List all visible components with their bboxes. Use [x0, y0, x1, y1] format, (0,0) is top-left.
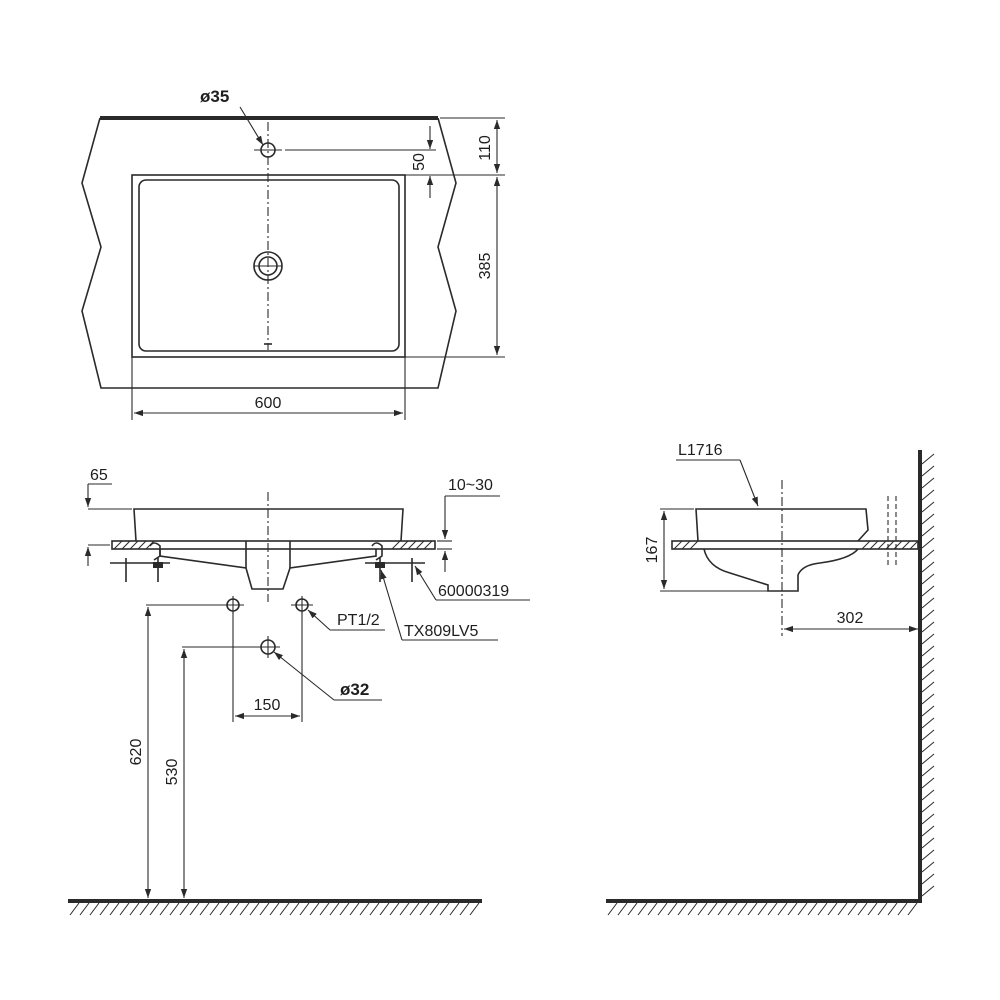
side-floor-hatch — [607, 902, 918, 916]
dim-drain-height-label: 530 — [164, 759, 181, 786]
thread-leader — [307, 609, 331, 631]
hole-diameter-label: ø35 — [200, 87, 229, 106]
side-counter-hatch — [673, 540, 919, 550]
front-view: 65 10~30 60000319 PT1/2 TX809LV5 — [68, 467, 530, 916]
dim-side-height-label: 167 — [644, 537, 661, 564]
side-counter-slab — [671, 540, 919, 550]
front-floor-hatch — [69, 902, 480, 916]
hole-leader — [239, 106, 264, 146]
dim-supply-height-label: 620 — [128, 739, 145, 766]
dim-width-label: 600 — [255, 395, 282, 412]
bracket-part-label: 60000319 — [438, 583, 509, 600]
basin-inner — [138, 179, 400, 352]
dim-back-label: 110 — [477, 135, 494, 161]
thread-label: PT1/2 — [337, 612, 380, 629]
front-counter-hatch — [113, 540, 433, 550]
bracket-left — [110, 542, 170, 582]
valve-leader — [380, 569, 403, 641]
dim-counter-label: 10~30 — [448, 477, 493, 494]
top-view: ø35 110 385 50 600 — [81, 87, 505, 420]
side-view: L1716 167 302 — [606, 442, 935, 916]
dim-supply-spacing-label: 150 — [254, 697, 281, 714]
dim-hole-label: 50 — [411, 153, 428, 171]
dim-depth-label: 385 — [477, 253, 494, 280]
dim-wall-label: 302 — [837, 610, 864, 627]
dim-rim-label: 65 — [90, 467, 108, 484]
model-label: L1716 — [678, 442, 723, 459]
front-counter-slab — [111, 540, 436, 550]
valve-part-label: TX809LV5 — [404, 623, 479, 640]
side-basin-rim — [695, 508, 869, 542]
counter-outline — [81, 117, 457, 389]
drain-diameter-label: ø32 — [340, 680, 369, 699]
model-leader — [739, 459, 759, 507]
bracket-leader — [414, 565, 437, 601]
drain-leader — [273, 651, 335, 701]
bracket-right — [365, 542, 425, 582]
side-basin-bowl — [703, 548, 859, 592]
side-wall-hatch — [921, 453, 935, 897]
